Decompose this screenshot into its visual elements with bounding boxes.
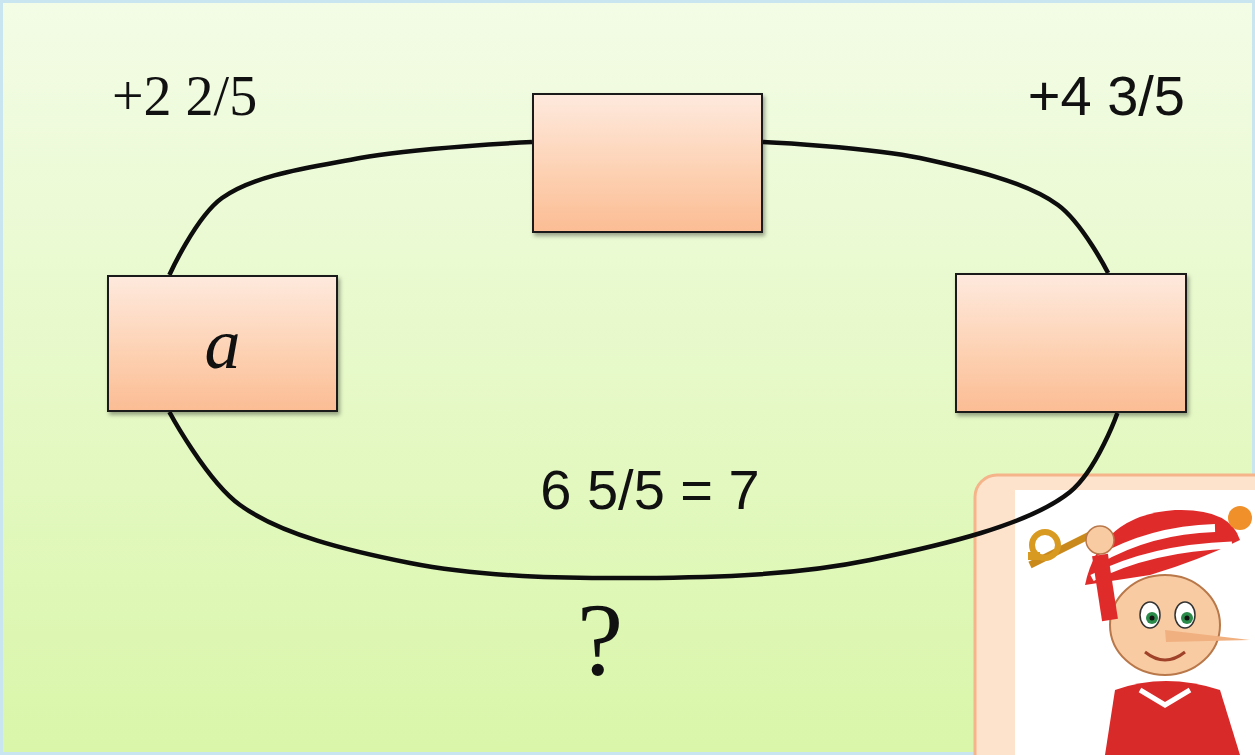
variable-letter: a bbox=[205, 308, 241, 380]
loop-arc bbox=[169, 412, 1117, 578]
question-mark: ? bbox=[577, 588, 623, 692]
pinocchio-picture bbox=[975, 475, 1255, 755]
answer-box bbox=[955, 273, 1187, 413]
answer-box: a bbox=[107, 275, 338, 412]
answer-box bbox=[532, 93, 763, 233]
operation-label: +4 3/5 bbox=[1028, 68, 1185, 124]
loop-arc bbox=[763, 142, 1108, 273]
operation-label: 6 5/5 = 7 bbox=[540, 462, 760, 518]
operation-label: +2 2/5 bbox=[112, 68, 257, 124]
loop-arc bbox=[169, 142, 532, 275]
